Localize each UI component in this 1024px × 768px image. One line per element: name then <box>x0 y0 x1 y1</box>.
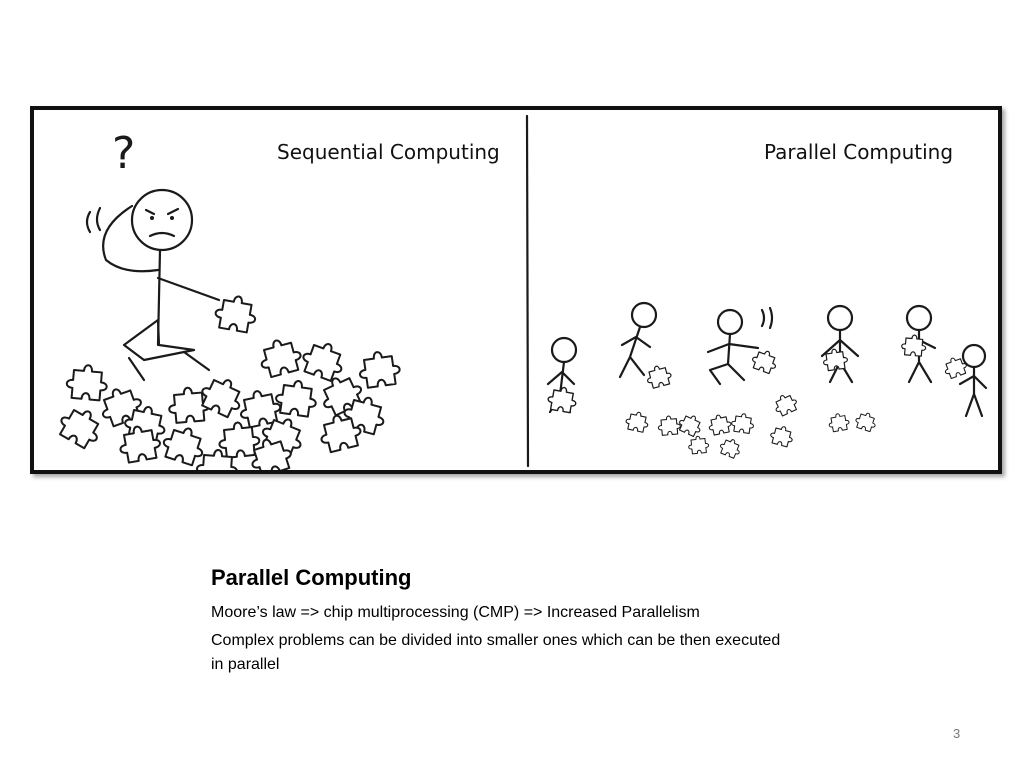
sequential-computing-title: Sequential Computing <box>277 140 500 164</box>
parallel-puzzle-pieces <box>545 333 970 460</box>
parallel-computing-title: Parallel Computing <box>764 140 954 164</box>
section-heading: Parallel Computing <box>211 565 412 590</box>
puzzle-illustration: ? <box>53 114 988 470</box>
question-mark-icon: ? <box>112 128 135 179</box>
body-line-moores-law: Moore’s law => chip multiprocessing (CMP… <box>211 604 700 621</box>
body-line-complex-problems: Complex problems can be divided into sma… <box>211 632 781 673</box>
content-block: Parallel Computing Moore’s law => chip m… <box>211 565 811 681</box>
illustration-frame: ? <box>30 106 1002 474</box>
worker-figures <box>546 301 988 418</box>
confused-figure: ? <box>85 128 221 382</box>
page-number: 3 <box>953 726 961 741</box>
sequential-puzzle-pieces <box>53 292 403 470</box>
panel-divider <box>525 114 530 468</box>
